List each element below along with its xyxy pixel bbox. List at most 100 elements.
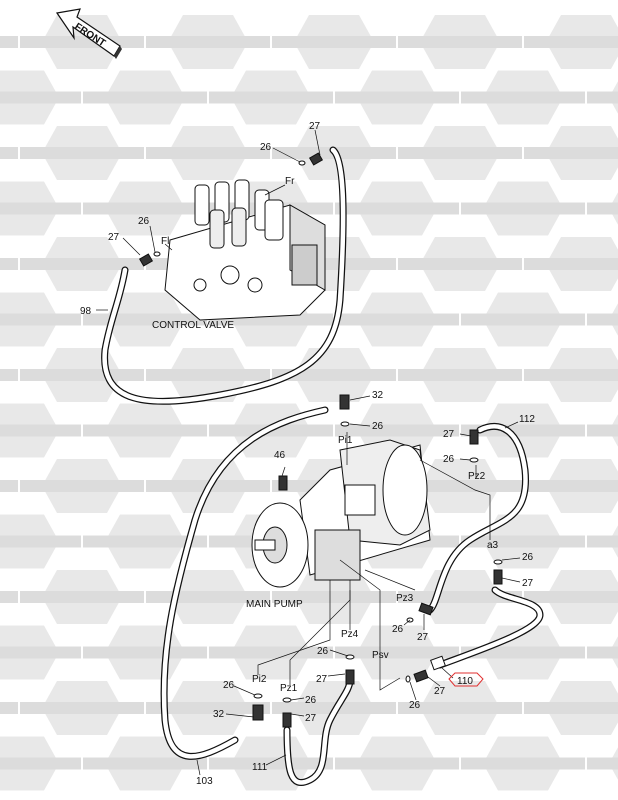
- main-pump-label: MAIN PUMP: [246, 599, 303, 610]
- part-label: 27: [305, 713, 317, 724]
- watermark-band: [461, 91, 585, 104]
- part-label: 27: [522, 578, 534, 589]
- watermark-band: [146, 147, 270, 159]
- watermark-band: [20, 36, 144, 48]
- part-label: 103: [196, 776, 213, 787]
- watermark-band: [272, 36, 396, 48]
- highlighted-part-label: 110: [457, 676, 473, 687]
- port-label: Pz4: [341, 629, 359, 640]
- watermark-band: [209, 646, 333, 659]
- part-label: 112: [519, 414, 535, 425]
- watermark-band: [83, 91, 207, 104]
- watermark-band: [398, 258, 522, 270]
- part-label: 32: [213, 709, 225, 720]
- watermark-band: [335, 424, 459, 437]
- watermark-band: [83, 757, 207, 770]
- watermark-band: [461, 202, 585, 215]
- watermark-band: [83, 202, 207, 215]
- part-label: 26: [372, 421, 384, 432]
- part-label: 27: [316, 674, 328, 685]
- watermark-band: [587, 646, 618, 659]
- watermark-band: [20, 147, 144, 159]
- watermark-band: [209, 757, 333, 770]
- watermark-band: [587, 313, 618, 326]
- port-label: a3: [487, 540, 499, 551]
- port-label: Pz1: [280, 683, 298, 694]
- o-rings: [153, 160, 503, 703]
- port-label: Pz3: [396, 593, 414, 604]
- watermark-band: [398, 147, 522, 159]
- part-label: 26: [260, 142, 272, 153]
- part-label: 26: [223, 680, 235, 691]
- port-label: Fl: [161, 236, 169, 247]
- port-label: Psv: [372, 650, 389, 661]
- watermark-band: [0, 147, 18, 159]
- watermark-band: [524, 480, 618, 492]
- watermark-band: [587, 91, 618, 104]
- part-label: 26: [409, 700, 421, 711]
- port-label: Pz2: [468, 471, 486, 482]
- part-label: 46: [274, 450, 286, 461]
- watermark-band: [335, 313, 459, 326]
- main-pump: [251, 439, 431, 588]
- watermark-band: [0, 591, 18, 603]
- part-label: 26: [305, 695, 317, 706]
- watermark-band: [0, 313, 81, 326]
- watermark-band: [20, 369, 144, 381]
- watermark-band: [524, 147, 618, 159]
- watermark-band: [461, 646, 585, 659]
- watermark-band: [83, 646, 207, 659]
- watermark-band: [83, 535, 207, 548]
- part-label: 26: [443, 454, 455, 465]
- watermark-band: [20, 480, 144, 492]
- part-label: 27: [417, 632, 429, 643]
- watermark-band: [335, 646, 459, 659]
- part-label: 111: [252, 762, 268, 773]
- watermark-band: [335, 91, 459, 104]
- watermark-band: [524, 591, 618, 603]
- watermark-band: [398, 702, 522, 714]
- part-label: 27: [434, 686, 446, 697]
- part-label: 32: [372, 390, 384, 401]
- watermark-band: [0, 424, 81, 437]
- labels: 27 26 Fr 26 27 Fl 98 CONTROL VALVE 32 26…: [80, 121, 535, 787]
- watermark-band: [20, 258, 144, 270]
- watermark-band: [83, 424, 207, 437]
- watermark-band: [0, 36, 18, 48]
- port-label: Pi1: [338, 435, 353, 446]
- fittings: [138, 152, 503, 728]
- watermark-band: [0, 258, 18, 270]
- watermark-band: [398, 591, 522, 603]
- port-label: Pi2: [252, 674, 267, 685]
- watermark-band: [335, 202, 459, 215]
- watermark-band: [20, 591, 144, 603]
- watermark-band: [0, 202, 81, 215]
- part-label: 98: [80, 306, 92, 317]
- port-label: Fr: [285, 176, 295, 187]
- watermark-band: [398, 36, 522, 48]
- highlight-frame: [448, 672, 484, 687]
- part-label: 27: [108, 232, 120, 243]
- watermark-band: [524, 36, 618, 48]
- watermark-band: [335, 757, 459, 770]
- part-label: 27: [309, 121, 321, 132]
- watermark-band: [524, 258, 618, 270]
- part-label: 26: [522, 552, 534, 563]
- watermark-band: [587, 202, 618, 215]
- part-label: 26: [138, 216, 150, 227]
- watermark-band: [398, 480, 522, 492]
- watermark-band: [209, 91, 333, 104]
- watermark-band: [20, 702, 144, 714]
- watermark-band: [0, 91, 81, 104]
- watermark-band: [146, 36, 270, 48]
- part-label: 26: [392, 624, 404, 635]
- watermark-band: [398, 369, 522, 381]
- watermark-band: [0, 480, 18, 492]
- watermark-band: [0, 646, 81, 659]
- watermark-band: [0, 535, 81, 548]
- watermark-band: [272, 591, 396, 603]
- watermark-band: [524, 369, 618, 381]
- hose-inner: [102, 147, 543, 785]
- leader-lines: [96, 129, 521, 776]
